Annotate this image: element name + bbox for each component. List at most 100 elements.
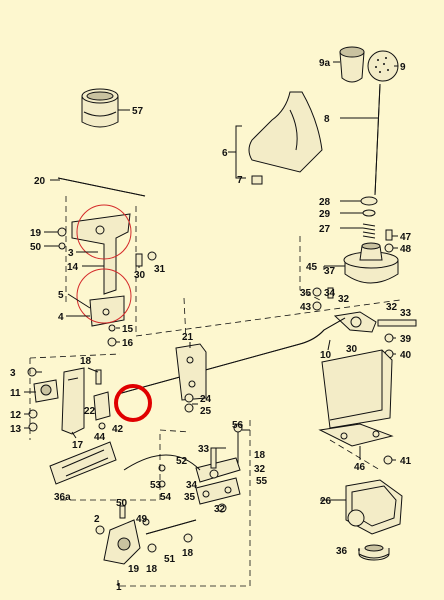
- label-34-right: 34: [324, 288, 336, 299]
- label-5: 5: [58, 290, 64, 301]
- label-28: 28: [319, 197, 331, 208]
- lever-bearing-housing-45: [343, 242, 399, 284]
- label-56: 56: [232, 420, 244, 431]
- label-55: 55: [256, 476, 268, 487]
- label-2: 2: [94, 514, 100, 525]
- label-18-center: 18: [254, 450, 266, 461]
- label-40: 40: [400, 350, 412, 361]
- washer-15: [108, 324, 116, 332]
- assembly-lines: [29, 196, 401, 587]
- label-10: 10: [320, 350, 332, 361]
- label-27: 27: [319, 224, 331, 235]
- nut-16: [107, 337, 117, 347]
- bushing-11: [33, 379, 59, 403]
- bracket-1: [103, 519, 141, 565]
- label-9a: 9a: [319, 58, 331, 69]
- lever-52: [195, 457, 241, 483]
- small-parts-lower: [95, 505, 193, 553]
- label-21: 21: [182, 332, 194, 343]
- rod-56: [233, 423, 243, 470]
- label-24: 24: [200, 394, 212, 405]
- label-26: 26: [320, 496, 332, 507]
- label-1: 1: [116, 582, 122, 593]
- shift-knob-9a: [339, 46, 365, 83]
- label-44: 44: [94, 432, 106, 443]
- label-18-left: 18: [80, 356, 92, 367]
- label-12: 12: [10, 410, 22, 421]
- label-37: 37: [324, 266, 336, 277]
- label-25: 25: [200, 406, 212, 417]
- label-45: 45: [306, 262, 318, 273]
- label-32-center: 32: [254, 464, 266, 475]
- label-43: 43: [300, 302, 312, 313]
- bracket-46: [318, 423, 394, 447]
- bolt-33-center: [210, 447, 217, 469]
- label-19-top: 19: [30, 228, 42, 239]
- label-15: 15: [122, 324, 134, 335]
- label-3-left: 3: [10, 368, 16, 379]
- label-32-right-a: 32: [338, 294, 350, 305]
- label-47: 47: [400, 232, 412, 243]
- bracket-54-55: [195, 477, 241, 505]
- label-50-top: 50: [30, 242, 42, 253]
- small-parts-35-43-34: [312, 287, 334, 311]
- bolt-18-left: [95, 369, 102, 385]
- label-34-center: 34: [186, 480, 198, 491]
- grommet-36: [358, 544, 390, 561]
- label-49: 49: [136, 514, 148, 525]
- shift-lever-8: [374, 83, 381, 196]
- bolt-30-left: [135, 253, 143, 267]
- label-30-left: 30: [134, 270, 146, 281]
- label-53: 53: [150, 480, 162, 491]
- label-9: 9: [400, 62, 406, 73]
- cable-34: [123, 454, 201, 471]
- label-19-bottom: 19: [128, 564, 140, 575]
- label-17: 17: [72, 440, 84, 451]
- highlight-circle: [114, 384, 152, 422]
- label-8: 8: [324, 114, 330, 125]
- label-50-bottom: 50: [116, 498, 128, 509]
- nuts-24-25: [184, 393, 194, 413]
- label-16: 16: [122, 338, 134, 349]
- detail-circle-upper: [76, 204, 132, 260]
- label-30-right: 30: [346, 344, 358, 355]
- selector-linkage-33: [333, 311, 417, 333]
- label-31: 31: [154, 264, 166, 275]
- label-36: 36: [336, 546, 348, 557]
- label-35-center: 35: [184, 492, 196, 503]
- label-41: 41: [400, 456, 412, 467]
- joint-22-44: [93, 391, 111, 430]
- detail-circle-lower: [76, 268, 132, 324]
- label-57: 57: [132, 106, 144, 117]
- label-48: 48: [400, 244, 412, 255]
- label-51: 51: [164, 554, 176, 565]
- bracket-14: [71, 213, 131, 295]
- nut-31: [147, 251, 157, 261]
- callout-lines: [24, 61, 398, 586]
- label-32-bottom: 32: [214, 504, 226, 515]
- label-32-right-b: 32: [386, 302, 398, 313]
- label-42: 42: [112, 424, 124, 435]
- label-11: 11: [10, 388, 21, 399]
- nut-41: [383, 455, 393, 465]
- label-7: 7: [237, 175, 243, 186]
- bolt-39: [384, 333, 394, 343]
- cover-26: [345, 479, 403, 535]
- shift-boot-6: [248, 91, 323, 173]
- label-35-right: 35: [300, 288, 312, 299]
- label-33-right: 33: [400, 308, 412, 319]
- label-20: 20: [34, 176, 46, 187]
- callout-labels: 9a 9 57 8 6 7 20 28 29 27 47 48 19 50 3 …: [10, 58, 412, 593]
- nut-19-top: [57, 227, 67, 237]
- nut-48: [384, 243, 394, 253]
- shift-knob-9: [367, 50, 399, 82]
- washer-28: [360, 196, 378, 206]
- label-29: 29: [319, 209, 331, 220]
- label-39: 39: [400, 334, 412, 345]
- spring-27: [362, 223, 376, 239]
- label-46: 46: [354, 462, 366, 473]
- bolt-47: [385, 229, 393, 241]
- label-18-lower: 18: [182, 548, 194, 559]
- bracket-21: [175, 343, 207, 401]
